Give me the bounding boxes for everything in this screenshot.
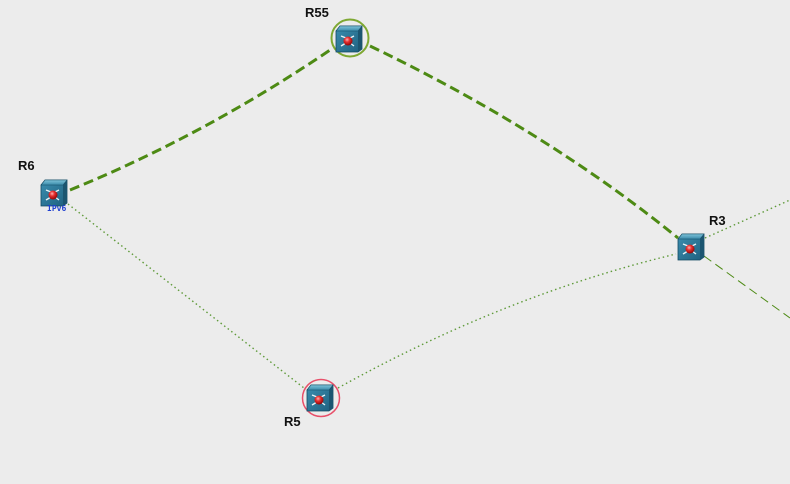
link-r55-r3[interactable] xyxy=(369,44,679,240)
link-r3-offscreen-upper[interactable] xyxy=(704,199,790,239)
router-icon-r5[interactable] xyxy=(306,384,334,412)
link-r3-offscreen-lower[interactable] xyxy=(703,255,790,319)
r5-selection-ring xyxy=(301,378,341,418)
link-r5-r3[interactable] xyxy=(337,253,677,389)
link-r6-r55[interactable] xyxy=(69,46,334,192)
node-sublabel-r6: IPv6 xyxy=(47,204,67,213)
link-r6-r5[interactable] xyxy=(67,203,305,389)
node-label-r5: R5 xyxy=(284,414,301,429)
router-icon-r3[interactable] xyxy=(677,233,705,261)
router-icon-r6[interactable] xyxy=(40,179,68,207)
r55-selection-ring xyxy=(330,18,370,58)
node-label-r3: R3 xyxy=(709,213,726,228)
node-label-r55: R55 xyxy=(305,5,329,20)
node-label-r6: R6 xyxy=(18,158,35,173)
router-icon-r55[interactable] xyxy=(335,25,363,53)
